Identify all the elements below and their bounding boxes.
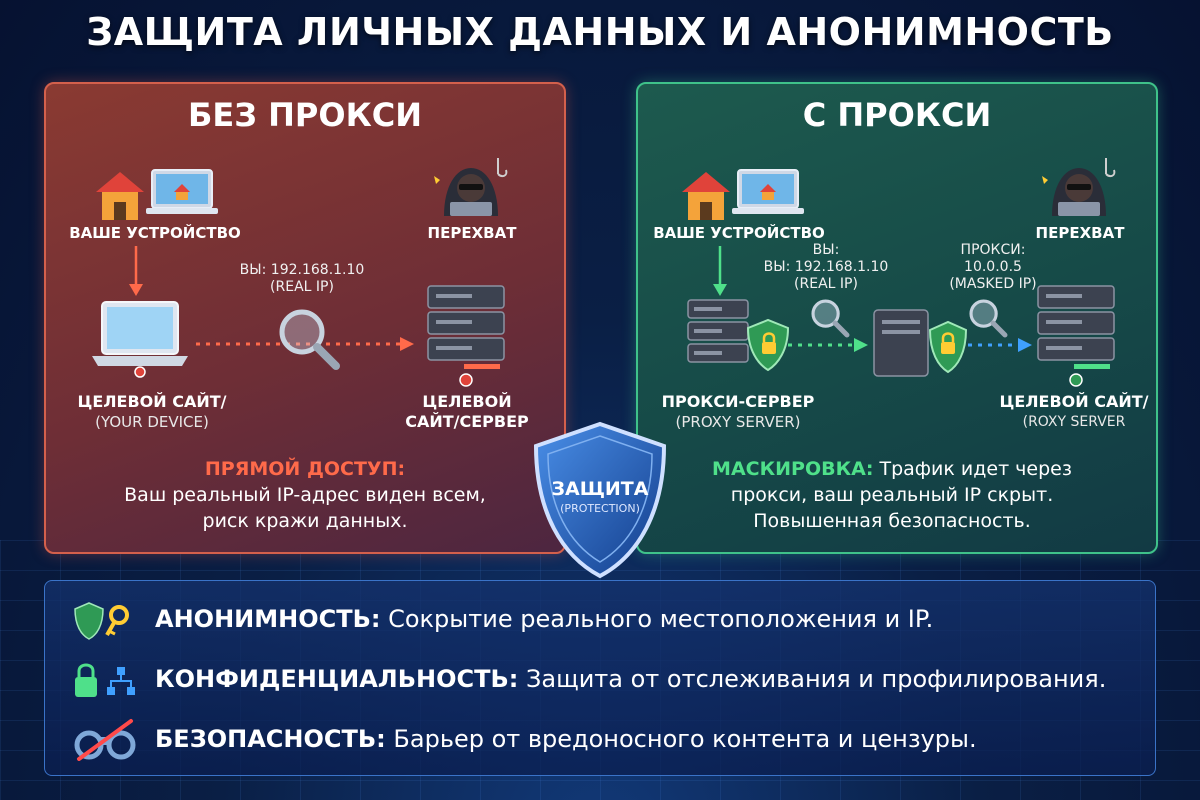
magnifier-icon	[811, 299, 850, 338]
proxy-line2: 10.0.0.5	[964, 259, 1022, 275]
page-title: ЗАЩИТА ЛИЧНЫХ ДАННЫХ И АНОНИМНОСТЬ	[86, 10, 1114, 54]
hacker-icon	[434, 158, 508, 216]
binoculars-crossed-icon	[74, 719, 136, 761]
feature-term: АНОНИМНОСТЬ:	[155, 605, 381, 633]
feature-text: Защита от отслеживания и профилирования.	[518, 665, 1107, 693]
desc-line3: Повышенная безопасность.	[753, 510, 1031, 532]
real-ip-line0: ВЫ:	[812, 242, 840, 258]
node2-sub: (ROXY SERVER	[1022, 414, 1126, 430]
feature-term: БЕЗОПАСНОСТЬ:	[155, 725, 386, 753]
shield-label: ЗАЩИТА	[551, 478, 649, 500]
real-ip-line2: (REAL IP)	[794, 276, 858, 292]
target-site-device: ЦЕЛЕВОЙ САЙТ/ (YOUR DEVICE)	[52, 392, 252, 432]
shield-sub: (PROTECTION)	[560, 502, 640, 515]
feature-text: Сокрытие реального местоположения и IP.	[380, 605, 934, 633]
laptop-icon	[92, 301, 188, 378]
node2-title-line1: ЦЕЛЕВОЙ	[422, 392, 512, 411]
node1-sub: (YOUR DEVICE)	[95, 413, 209, 431]
panel-title-without-proxy: БЕЗ ПРОКСИ	[188, 96, 422, 134]
desc-accent: МАСКИРОВКА:	[712, 458, 874, 480]
feature-text: Барьер от вредоносного контента и цензур…	[385, 725, 977, 753]
desc-without-proxy: ПРЯМОЙ ДОСТУП: Ваш реальный IP-адрес вид…	[46, 456, 564, 534]
desc-line1-rest: Трафик идет через	[873, 458, 1072, 480]
hacker-icon	[1042, 158, 1116, 216]
panel-with-proxy: С ПРОКСИ ВАШЕ УСТРОЙСТВО ПЕРЕХВАТ ВЫ: ВЫ…	[636, 82, 1158, 554]
target-site-node: ЦЕЛЕВОЙ САЙТ/ (ROXY SERVER	[994, 392, 1154, 432]
feature-security: БЕЗОПАСНОСТЬ: Барьер от вредоносного кон…	[155, 725, 977, 753]
home-device-icon	[96, 169, 218, 220]
proxy-line1: ПРОКСИ:	[960, 242, 1026, 258]
interception-label: ПЕРЕХВАТ	[427, 224, 517, 242]
device-label: ВАШЕ УСТРОЙСТВО	[69, 224, 241, 242]
desc-line1: Ваш реальный IP-адрес виден всем,	[124, 484, 486, 506]
feature-term: КОНФИДЕНЦИАЛЬНОСТЬ:	[155, 665, 519, 693]
desc-line2: прокси, ваш реальный IP скрыт.	[730, 484, 1054, 506]
node2-title-line2: САЙТ/СЕРВЕР	[405, 412, 529, 431]
proxy-tower-icon	[873, 309, 968, 377]
server-icon	[1037, 285, 1115, 387]
lock-network-icon	[75, 663, 135, 697]
dotted-arrow-icon	[968, 338, 1032, 352]
shield-key-icon	[74, 602, 129, 640]
target-site-server: ЦЕЛЕВОЙ САЙТ/СЕРВЕР	[392, 392, 542, 432]
real-ip-line1: ВЫ: 192.168.1.10	[763, 259, 889, 275]
masked-ip-label: ПРОКСИ: 10.0.0.5 (MASKED IP)	[928, 242, 1058, 293]
protection-shield: ЗАЩИТА (PROTECTION)	[528, 420, 672, 580]
server-icon	[427, 285, 505, 387]
desc-accent: ПРЯМОЙ ДОСТУП:	[204, 458, 406, 480]
feature-confidentiality: КОНФИДЕНЦИАЛЬНОСТЬ: Защита от отслеживан…	[155, 665, 1106, 693]
panel-title-with-proxy: С ПРОКСИ	[802, 96, 992, 134]
arrow-down-icon	[713, 246, 727, 296]
node1-sub: (PROXY SERVER)	[675, 413, 801, 431]
real-ip-label: ВЫ: 192.168.1.10 (REAL IP)	[232, 262, 372, 296]
home-device-icon	[682, 169, 804, 220]
device-label: ВАШЕ УСТРОЙСТВО	[653, 224, 825, 242]
shield-icon	[533, 421, 667, 579]
arrow-down-icon	[129, 246, 143, 296]
proxy-server-icon	[687, 299, 790, 372]
real-ip-line1: ВЫ: 192.168.1.10	[239, 262, 365, 278]
proxy-server-node: ПРОКСИ-СЕРВЕР (PROXY SERVER)	[648, 392, 828, 432]
desc-line2: риск кражи данных.	[202, 510, 408, 532]
magnifier-icon	[279, 309, 340, 370]
node1-title: ЦЕЛЕВОЙ САЙТ/	[77, 392, 227, 411]
features-panel: АНОНИМНОСТЬ: Сокрытие реального местопол…	[44, 580, 1156, 776]
interception-label: ПЕРЕХВАТ	[1035, 224, 1125, 242]
feature-anonymity: АНОНИМНОСТЬ: Сокрытие реального местопол…	[155, 605, 933, 633]
panel-without-proxy: БЕЗ ПРОКСИ ВАШЕ УСТРОЙСТВО ПЕРЕХВАТ ВЫ: …	[44, 82, 566, 554]
dotted-arrow-icon	[788, 338, 868, 352]
node2-title: ЦЕЛЕВОЙ САЙТ/	[999, 392, 1149, 411]
desc-with-proxy: МАСКИРОВКА: Трафик идет через прокси, ва…	[652, 456, 1132, 534]
dotted-arrow-icon	[196, 337, 414, 351]
real-ip-label: ВЫ: ВЫ: 192.168.1.10 (REAL IP)	[756, 242, 896, 293]
node1-title: ПРОКСИ-СЕРВЕР	[661, 392, 815, 411]
real-ip-line2: (REAL IP)	[270, 279, 334, 295]
proxy-line3: (MASKED IP)	[949, 276, 1037, 292]
magnifier-icon	[969, 299, 1008, 338]
